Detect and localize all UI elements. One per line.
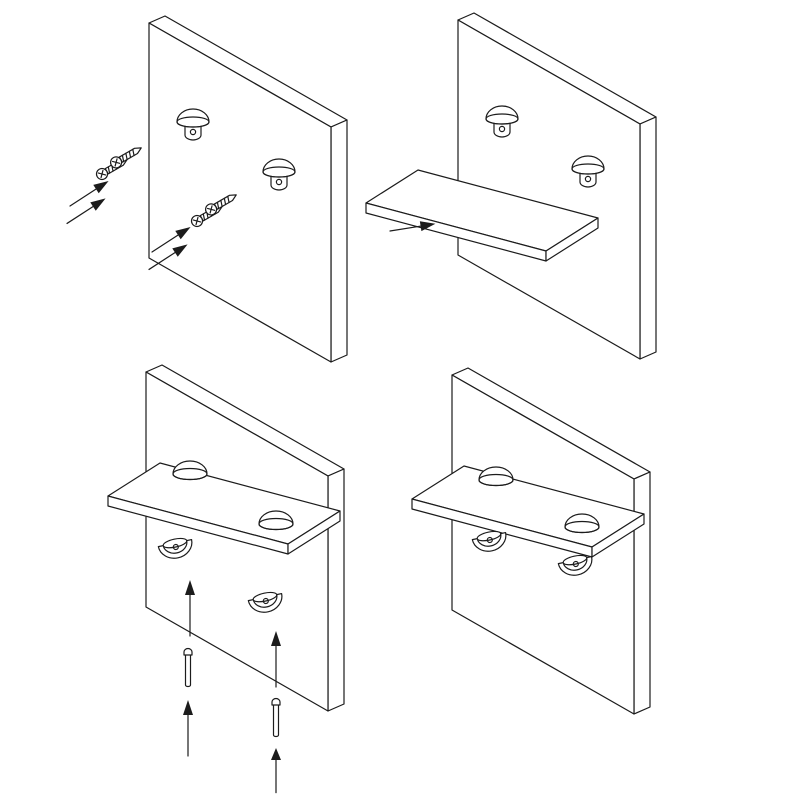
direction-arrows-icon: [57, 177, 118, 228]
wall-panel: [148, 15, 348, 363]
locking-pin: [183, 647, 193, 688]
wall-panel: [457, 12, 657, 360]
step-1-panel: [57, 15, 348, 363]
step-3-panel: [107, 364, 345, 794]
step-4-panel: [411, 367, 651, 715]
step-2-panel: [365, 12, 657, 360]
locking-pin: [271, 697, 281, 738]
up-arrow-icon: [270, 747, 282, 794]
up-arrow-icon: [182, 699, 194, 757]
screws-icon: [93, 143, 145, 181]
